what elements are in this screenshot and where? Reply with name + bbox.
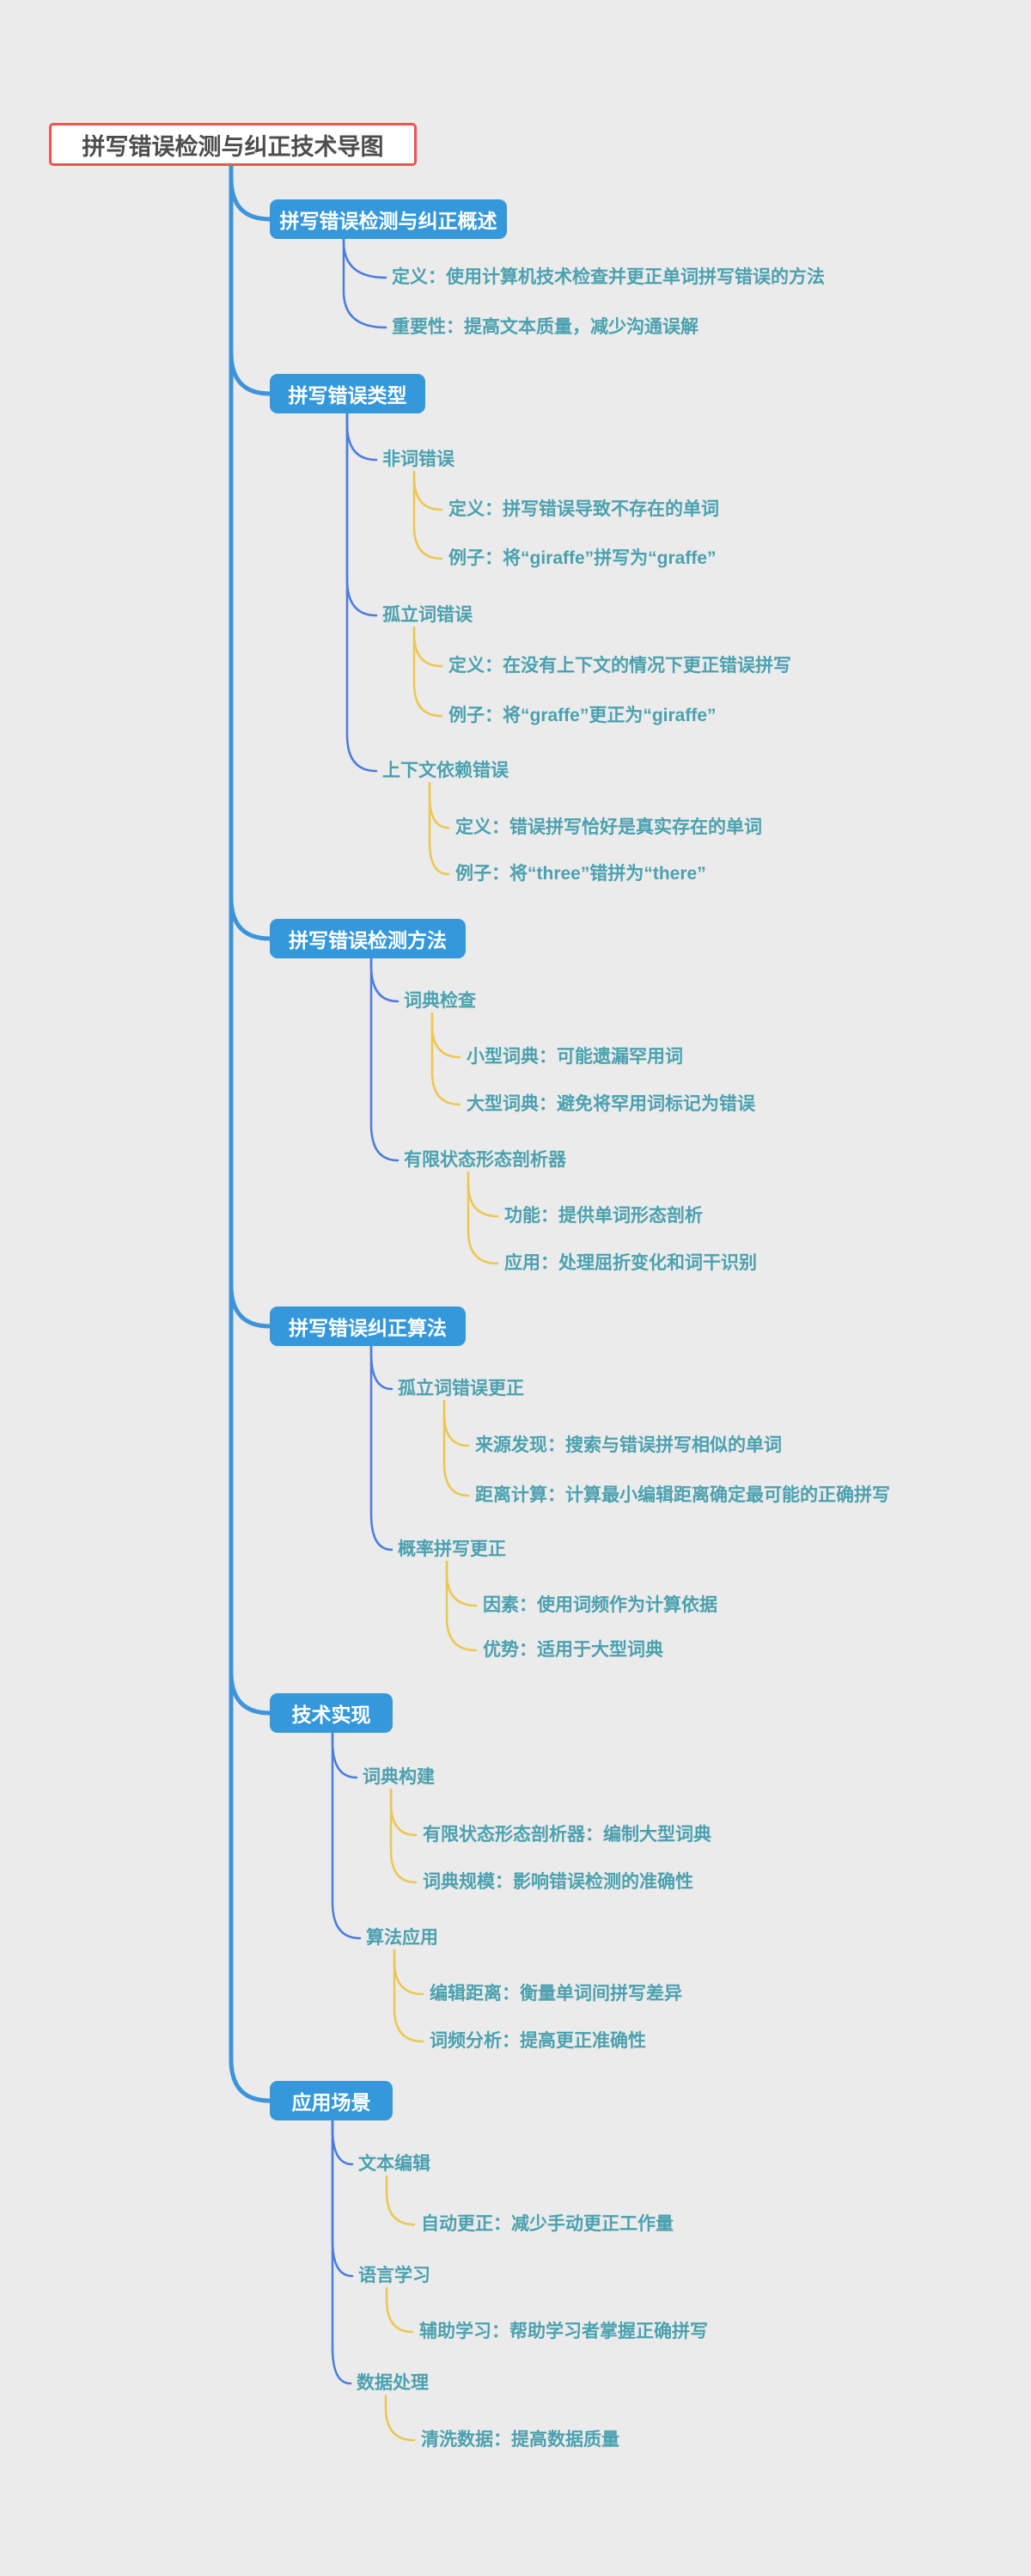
connector-line (331, 2119, 354, 2166)
connector-line (412, 626, 443, 718)
child-topic[interactable]: 词典构建 (363, 1767, 435, 1787)
child-topic[interactable]: 定义：使用计算机技术检查并更正单词拼写错误的方法 (392, 267, 825, 287)
connector-line (430, 1012, 461, 1106)
branch-node-application-scenarios[interactable]: 应用场景 (270, 2081, 393, 2120)
leaf-topic[interactable]: 例子：将“three”错拼为“there” (455, 864, 706, 884)
connector-line (393, 1949, 424, 2043)
leaf-topic[interactable]: 词频分析：提高更正准确性 (430, 2031, 646, 2051)
leaf-topic[interactable]: 优势：适用于大型词典 (483, 1640, 663, 1660)
child-topic[interactable]: 语言学习 (358, 2266, 430, 2285)
leaf-topic[interactable]: 距离计算：计算最小编辑距离确定最可能的正确拼写 (475, 1485, 890, 1505)
leaf-topic[interactable]: 辅助学习：帮助学习者掌握正确拼写 (419, 2322, 708, 2341)
connector-line (442, 1399, 470, 1447)
leaf-topic[interactable]: 清洗数据：提高数据质量 (421, 2430, 619, 2450)
root-node[interactable]: 拼写错误检测与纠正技术导图 (49, 123, 417, 166)
leaf-topic[interactable]: 功能：提供单词形态剖析 (504, 1206, 703, 1226)
child-topic[interactable]: 重要性：提高文本质量，减少沟通误解 (392, 317, 699, 337)
connector-line (342, 237, 387, 329)
leaf-topic[interactable]: 定义：拼写错误导致不存在的单词 (448, 499, 719, 519)
leaf-topic[interactable]: 编辑距离：衡量单词间拼写差异 (430, 1984, 682, 2004)
connector-line (345, 412, 378, 773)
branch-node-error-types[interactable]: 拼写错误类型 (270, 374, 425, 413)
connector-line (385, 2286, 414, 2334)
branch-node-correction-algorithms[interactable]: 拼写错误纠正算法 (270, 1306, 466, 1346)
child-topic[interactable]: 概率拼写更正 (398, 1539, 506, 1559)
connector-line (229, 895, 272, 941)
connector-line (369, 1344, 393, 1391)
connector-line (331, 1731, 358, 1779)
leaf-topic[interactable]: 定义：在没有上下文的情况下更正错误拼写 (448, 656, 791, 676)
leaf-topic[interactable]: 小型词典：可能遗漏罕用词 (467, 1047, 683, 1067)
connector-line (393, 1949, 424, 1996)
connector-line (229, 350, 272, 396)
leaf-topic[interactable]: 来源发现：搜索与错误拼写相似的单词 (475, 1435, 782, 1455)
child-topic[interactable]: 孤立词错误 (382, 605, 473, 625)
connector-line (389, 1788, 418, 1884)
child-topic[interactable]: 文本编辑 (358, 2154, 430, 2174)
connector-line (229, 175, 272, 222)
child-topic[interactable]: 数据处理 (357, 2373, 429, 2393)
connector-line (412, 626, 443, 668)
leaf-topic[interactable]: 自动更正：减少手动更正工作量 (421, 2214, 674, 2234)
connector-line (412, 470, 443, 511)
leaf-topic[interactable]: 例子：将“graffe”更正为“giraffe” (448, 706, 717, 725)
connector-line (229, 1669, 272, 1716)
connector-line (385, 2175, 416, 2226)
child-topic[interactable]: 孤立词错误更正 (398, 1379, 524, 1398)
child-topic[interactable]: 上下文依赖错误 (382, 761, 509, 780)
connector-line (428, 781, 450, 829)
leaf-topic[interactable]: 定义：错误拼写恰好是真实存在的单词 (455, 817, 762, 837)
connector-line (331, 2119, 354, 2278)
leaf-topic[interactable]: 有限状态形态剖析器：编制大型词典 (423, 1825, 711, 1845)
branch-node-implementation[interactable]: 技术实现 (270, 1693, 393, 1733)
child-topic[interactable]: 词典检查 (404, 991, 476, 1011)
branch-node-overview[interactable]: 拼写错误检测与纠正概述 (270, 199, 507, 239)
connector-line (384, 2394, 416, 2442)
child-topic[interactable]: 算法应用 (366, 1928, 438, 1948)
connector-line (445, 1560, 478, 1652)
connector-line (428, 781, 450, 876)
leaf-topic[interactable]: 应用：处理屈折变化和词干识别 (504, 1253, 757, 1273)
connector-line (445, 1560, 478, 1607)
connector-line (229, 1282, 272, 1329)
connector-line (342, 237, 387, 279)
leaf-topic[interactable]: 大型词典：避免将罕用词标记为错误 (467, 1094, 755, 1114)
connector-line (369, 957, 400, 1162)
connector-line (331, 2119, 352, 2385)
branch-node-detection-methods[interactable]: 拼写错误检测方法 (270, 919, 466, 958)
connector-line (369, 1344, 393, 1551)
child-topic[interactable]: 有限状态形态剖析器 (404, 1150, 566, 1170)
connector-line (345, 412, 378, 462)
connector-line (331, 1731, 362, 1940)
connector-line (412, 470, 443, 560)
child-topic[interactable]: 非词错误 (382, 450, 454, 469)
connector-line (467, 1171, 499, 1218)
leaf-topic[interactable]: 词典规模：影响错误检测的准确性 (423, 1872, 693, 1892)
connector-line (369, 957, 400, 1003)
leaf-topic[interactable]: 例子：将“giraffe”拼写为“graffe” (448, 548, 717, 568)
connector-line (467, 1171, 499, 1265)
connector-line (442, 1399, 470, 1497)
leaf-topic[interactable]: 因素：使用词频作为计算依据 (483, 1595, 717, 1615)
connector-line (229, 2057, 272, 2103)
connector-line (389, 1788, 418, 1837)
connector-line (430, 1012, 461, 1059)
